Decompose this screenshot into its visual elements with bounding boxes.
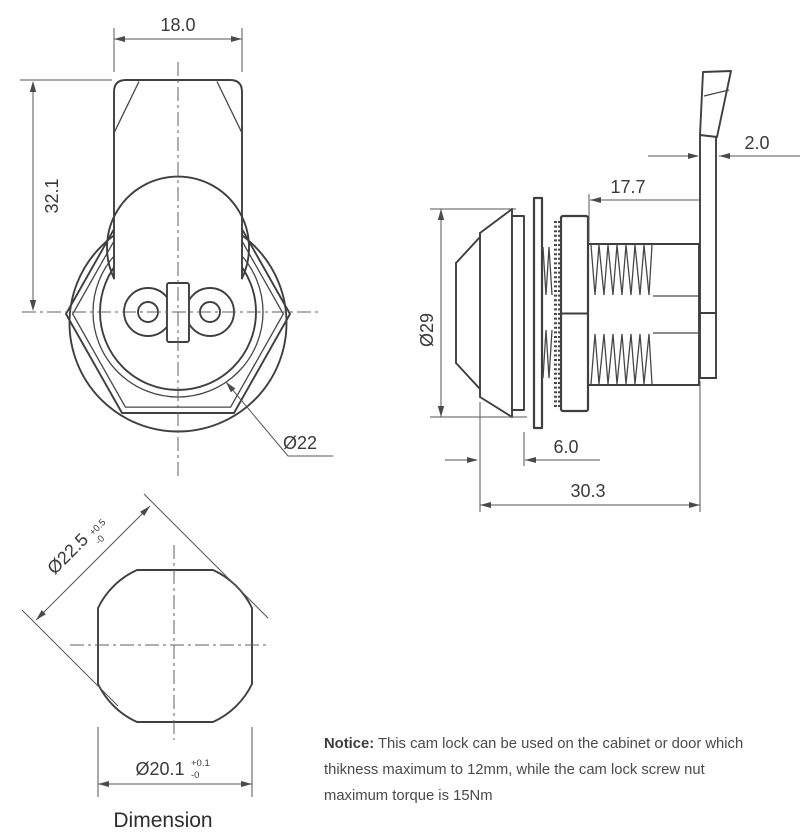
- dimension-grip-length: 6.0: [445, 432, 600, 466]
- dimension-head-diameter: Ø29: [417, 208, 527, 418]
- cam-lever: [699, 70, 732, 379]
- head-flange: [511, 215, 525, 411]
- thread-bottom: [590, 333, 653, 385]
- notice-line3: maximum torque is 15Nm: [324, 788, 493, 804]
- flat-diameter-label: Ø20.1: [135, 759, 184, 779]
- thread-length-label: 17.7: [610, 177, 645, 197]
- thread-top: [590, 244, 653, 296]
- dimension-cam-thickness: 2.0: [648, 133, 800, 159]
- cylinder-diameter-label: Ø22: [283, 433, 317, 453]
- notice-text: Notice: This cam lock can be used on the…: [324, 731, 798, 809]
- dimension-thread-length: 17.7: [588, 177, 700, 242]
- cam-body-chamfers: [113, 81, 243, 134]
- notice-line2: thikness maximum to 12mm, while the cam …: [324, 762, 705, 778]
- dimension-corner-diameter: Ø22.5 +0.5 -0: [21, 493, 269, 707]
- cam-lever-bent-tip: [699, 70, 732, 138]
- mounting-hole-outline: [97, 569, 253, 723]
- total-length-label: 30.3: [570, 481, 605, 501]
- flat-tol-upper: +0.1: [191, 758, 210, 769]
- grip-length-label: 6.0: [553, 437, 578, 457]
- cutout-view: Ø22.5 +0.5 -0 Ø20.1 +0.1 -0 Dimension: [21, 493, 269, 832]
- dimension-flat-diameter: Ø20.1 +0.1 -0: [97, 727, 253, 797]
- dimension-front-height: 32.1: [20, 79, 112, 311]
- front-view: 18.0 32.1 Ø22: [20, 15, 333, 480]
- flat-tol-lower: -0: [191, 770, 199, 781]
- notice-label: Notice:: [324, 736, 375, 752]
- cam-thickness-label: 2.0: [744, 133, 769, 153]
- side-view: 2.0 17.7 Ø29 6.0: [417, 70, 800, 512]
- notice-line1: This cam lock can be used on the cabinet…: [374, 736, 744, 752]
- drawing-caption: Dimension: [113, 809, 212, 832]
- knurl-texture: [554, 221, 561, 407]
- front-height-label: 32.1: [42, 178, 62, 213]
- leader-cylinder-diameter: Ø22: [225, 381, 333, 457]
- threaded-barrel: [587, 243, 700, 386]
- lock-head: [455, 208, 525, 418]
- screw-nut: [559, 214, 590, 413]
- head-diameter-label: Ø29: [417, 313, 437, 347]
- thread-stub: [542, 246, 553, 379]
- plug-bore-arc: [106, 175, 250, 280]
- washer: [532, 196, 544, 430]
- dimension-front-width: 18.0: [113, 15, 243, 72]
- front-width-label: 18.0: [160, 15, 195, 35]
- dimension-total-length: 30.3: [479, 381, 701, 512]
